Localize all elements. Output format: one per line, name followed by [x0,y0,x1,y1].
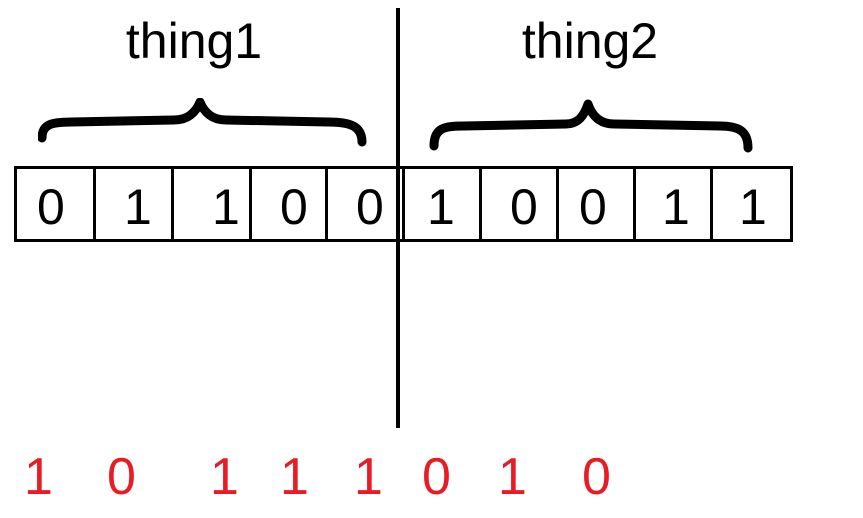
red-bit: 1 [280,448,309,506]
bit-value: 1 [427,179,455,235]
bit-cell: 0 [559,169,636,239]
thing1-label: thing1 [125,13,263,69]
bit-cell: 1 [174,169,252,239]
red-bit: 1 [210,448,239,506]
thing2-label: thing2 [521,13,659,69]
bit-array: 0 1 1 0 0 1 0 0 1 1 [14,166,793,242]
bit-value: 0 [579,179,607,235]
bit-cell: 1 [96,169,174,239]
right-curly-brace [429,99,753,153]
red-bit-sequence: 1 0 1 1 1 0 1 0 [0,451,863,511]
bit-value: 1 [662,179,690,235]
bit-value: 1 [124,179,152,235]
bit-value: 1 [739,179,767,235]
red-bit: 1 [498,448,527,506]
red-bit: 0 [582,448,611,506]
red-bit: 0 [422,448,451,506]
left-curly-brace [38,98,367,147]
bit-cell: 0 [252,169,328,239]
bit-cell: 0 [17,169,96,239]
red-bit: 0 [107,448,136,506]
bit-value: 1 [212,179,240,235]
bit-cell: 1 [713,169,790,239]
bit-value: 0 [510,179,538,235]
center-divider-line [396,8,400,428]
red-bit: 1 [24,448,53,506]
bit-value: 0 [37,179,65,235]
bit-value: 0 [356,179,384,235]
red-bit: 1 [354,448,383,506]
bit-cell: 1 [636,169,713,239]
bit-cell: 0 [482,169,559,239]
bit-cell: 1 [405,169,482,239]
bit-value: 0 [280,179,308,235]
bit-cell: 0 [328,169,405,239]
